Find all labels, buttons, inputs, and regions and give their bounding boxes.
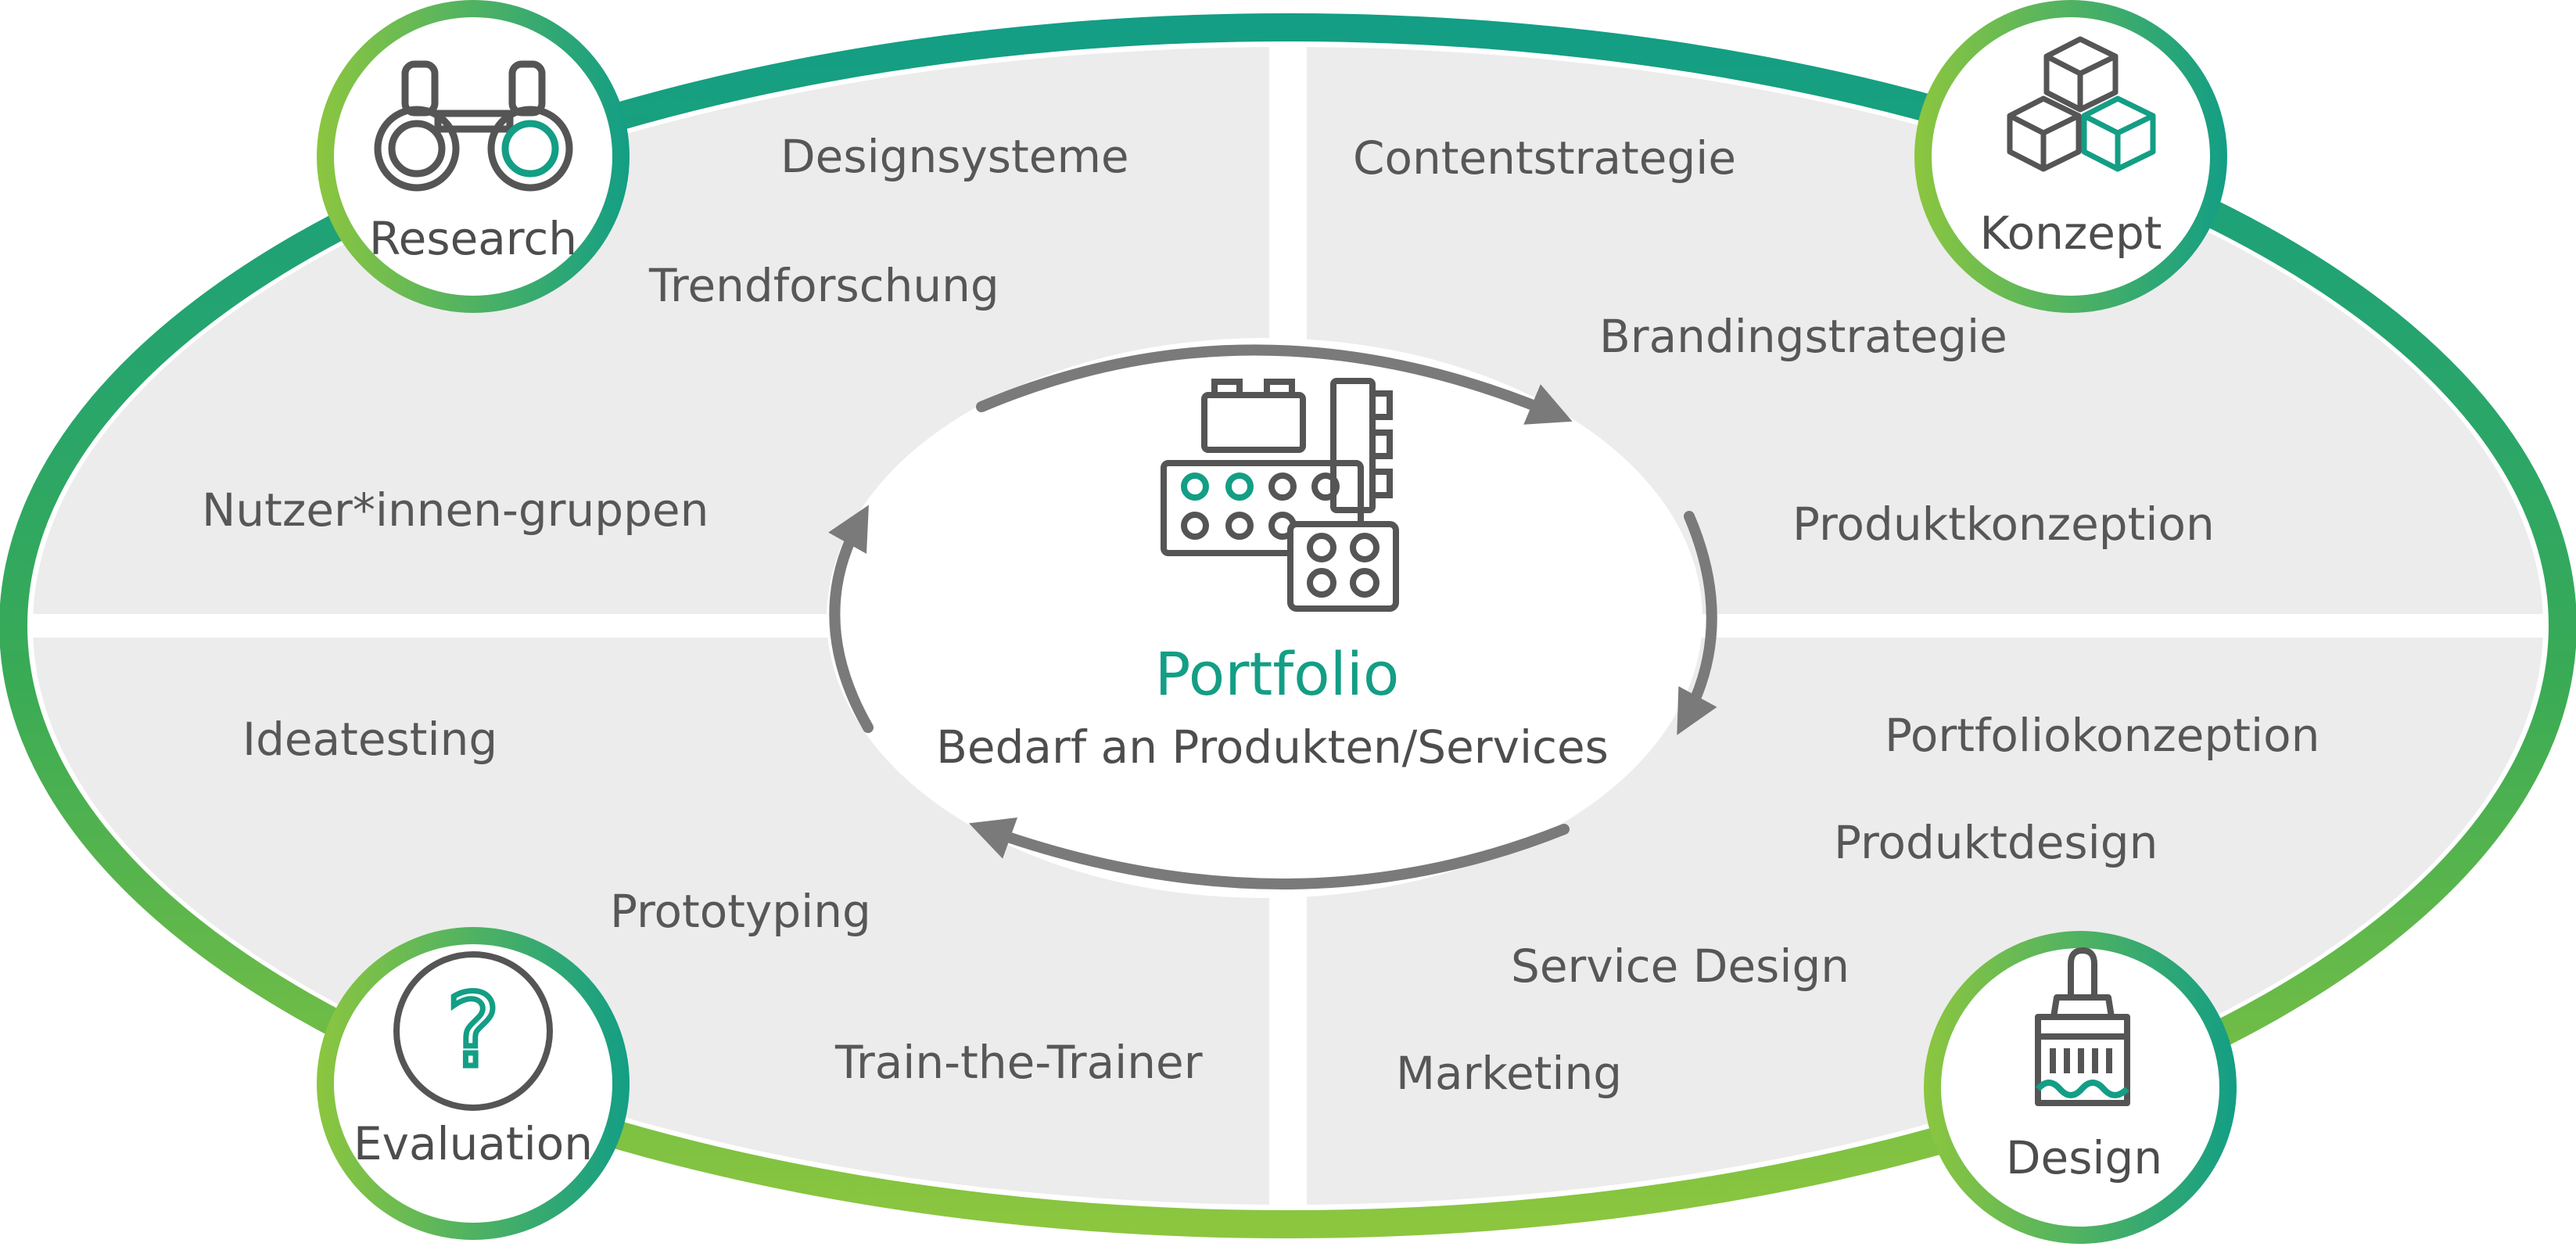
cycle-arrow-right bbox=[1677, 511, 1717, 735]
center-ellipse bbox=[827, 338, 1702, 898]
question-mark-icon: ? bbox=[393, 951, 553, 1111]
building-blocks-icon bbox=[1161, 378, 1399, 612]
phase-badge-konzept: Konzept bbox=[1914, 0, 2227, 313]
list-item: Marketing bbox=[1396, 1047, 1622, 1100]
cycle-arrow-bottom bbox=[968, 817, 1570, 889]
list-item: Designsysteme bbox=[780, 130, 1129, 183]
svg-text:?: ? bbox=[447, 973, 500, 1090]
center-title: Portfolio bbox=[1155, 639, 1400, 709]
phase-label-research: Research bbox=[369, 212, 577, 265]
list-item: Produktdesign bbox=[1834, 816, 2158, 869]
binoculars-icon bbox=[374, 60, 573, 192]
list-item: Prototyping bbox=[610, 885, 871, 938]
list-item: Brandingstrategie bbox=[1599, 310, 2007, 363]
cycle-arrows bbox=[828, 344, 1717, 889]
list-item: Contentstrategie bbox=[1353, 131, 1736, 185]
phase-label-design: Design bbox=[2006, 1131, 2162, 1184]
cycle-arrow-left bbox=[828, 505, 874, 733]
phase-badge-design: Design bbox=[1924, 931, 2237, 1244]
outer-ring bbox=[0, 13, 2576, 1238]
phase-badge-research: Research bbox=[317, 0, 630, 313]
quadrant-konzept-items: Contentstrategie Brandingstrategie Produ… bbox=[1353, 131, 2215, 551]
list-item: Ideatesting bbox=[242, 713, 497, 766]
list-item: Produktkonzeption bbox=[1792, 498, 2215, 551]
list-item: Nutzer*innen-gruppen bbox=[202, 483, 709, 537]
center-subtitle: Bedarf an Produkten/Services bbox=[936, 720, 1609, 774]
phase-badge-evaluation: ? Evaluation bbox=[317, 927, 630, 1240]
cubes-icon bbox=[2007, 36, 2156, 172]
quadrant-research-items: Designsysteme Trendforschung Nutzer*inne… bbox=[202, 130, 1129, 537]
phase-label-konzept: Konzept bbox=[1979, 207, 2162, 260]
list-item: Portfoliokonzeption bbox=[1885, 709, 2319, 762]
list-item: Trendforschung bbox=[648, 259, 999, 312]
quadrant-evaluation-items: Ideatesting Prototyping Train-the-Traine… bbox=[242, 713, 1203, 1089]
cycle-arrow-top bbox=[976, 344, 1573, 425]
paintbrush-icon bbox=[2035, 947, 2130, 1106]
phase-label-evaluation: Evaluation bbox=[353, 1117, 593, 1170]
list-item: Train-the-Trainer bbox=[834, 1036, 1203, 1089]
quadrant-design-items: Portfoliokonzeption Produktdesign Servic… bbox=[1396, 709, 2319, 1100]
list-item: Service Design bbox=[1511, 940, 1849, 993]
